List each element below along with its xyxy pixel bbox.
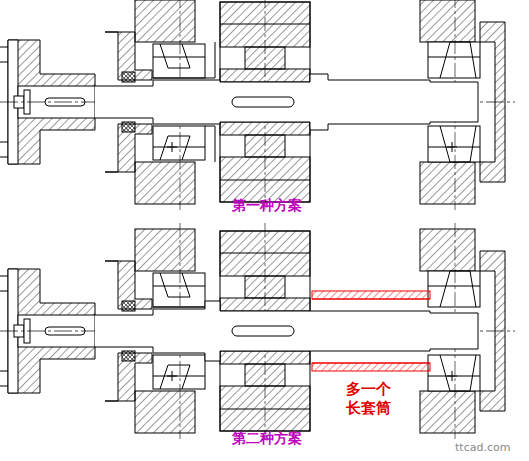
scheme-title: 第二种方案 — [232, 430, 302, 448]
scheme-title: 第一种方案 — [232, 197, 302, 215]
watermark: ttcad.com — [455, 441, 510, 455]
callout-note: 多一个 长套筒 — [346, 380, 400, 418]
